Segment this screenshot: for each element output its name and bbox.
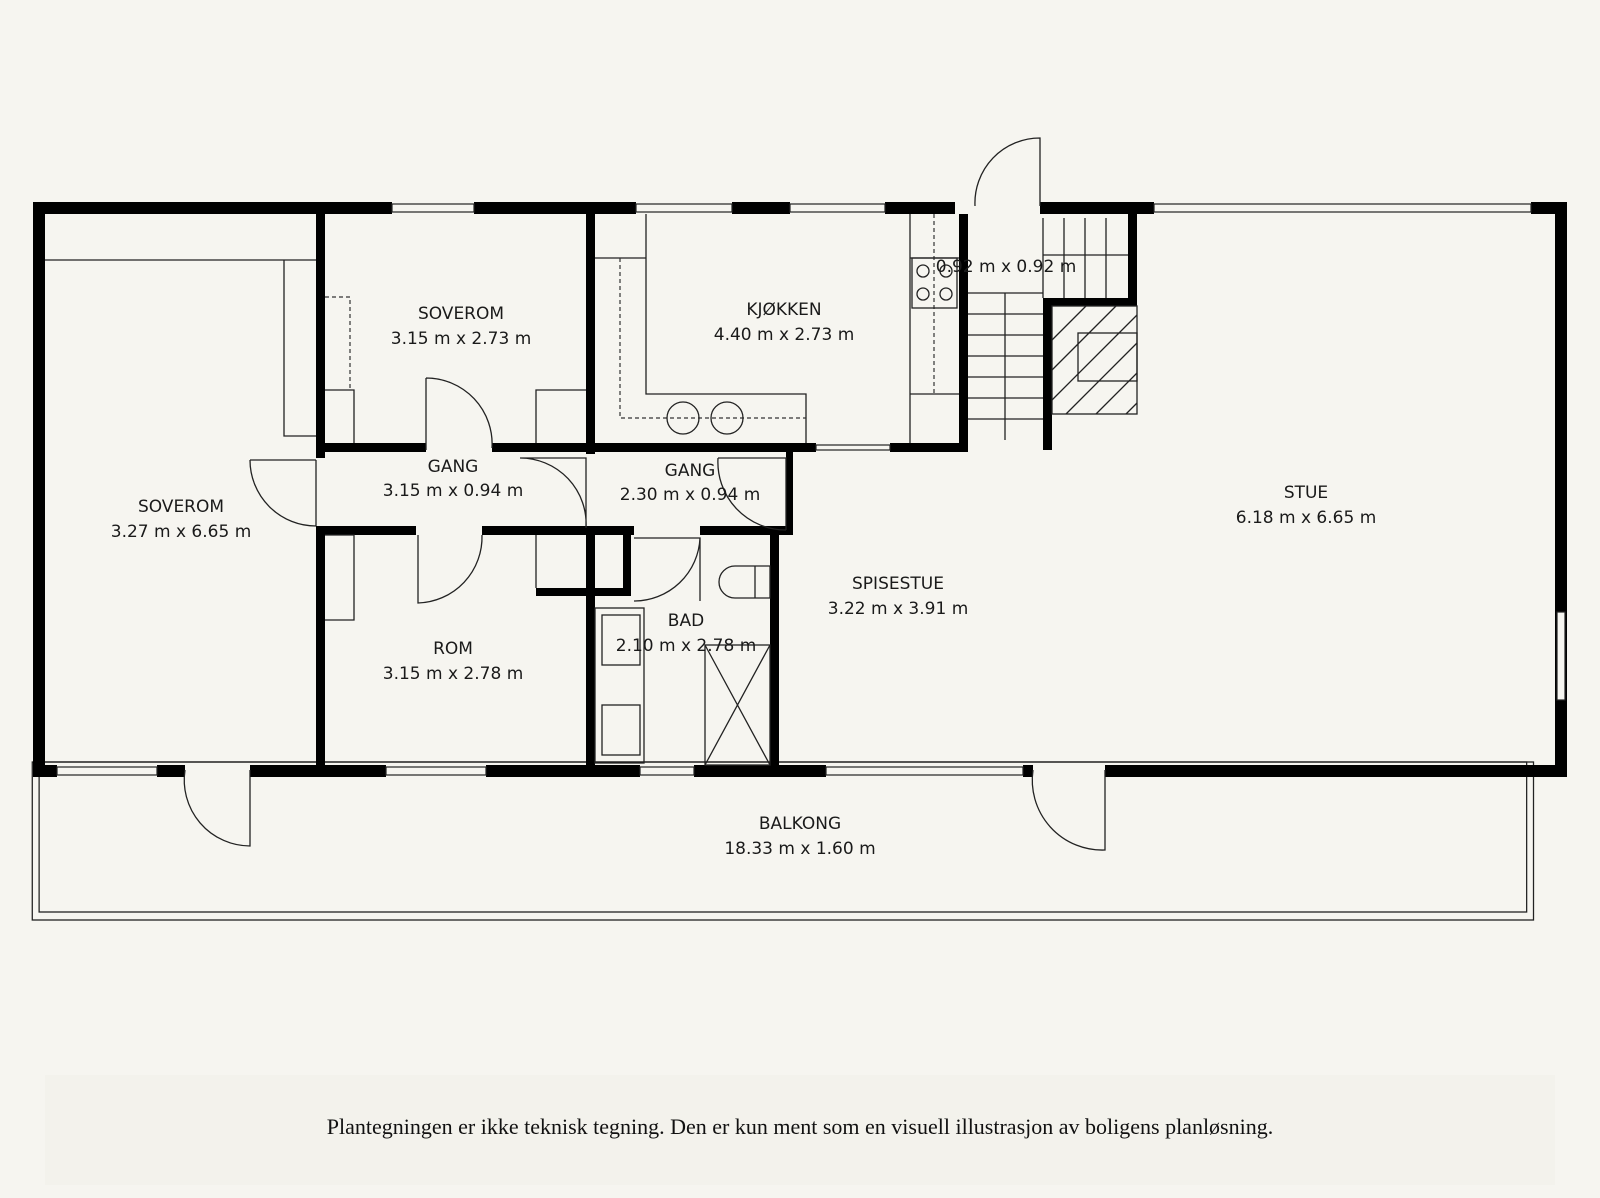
- room-size: 2.30 m x 0.94 m: [620, 485, 761, 505]
- room-size: 6.18 m x 6.65 m: [1236, 508, 1377, 528]
- windows: [56, 203, 1566, 776]
- room-name: SOVEROM: [418, 304, 504, 324]
- room-name: ROM: [433, 639, 473, 659]
- room-name: GANG: [428, 457, 479, 477]
- room-labels: SOVEROM 3.27 m x 6.65 m SOVEROM 3.15 m x…: [111, 257, 1377, 859]
- room-size: 2.10 m x 2.78 m: [616, 636, 757, 656]
- walls: [33, 202, 1567, 777]
- room-name: SPISESTUE: [852, 574, 944, 594]
- room-name: STUE: [1284, 483, 1328, 503]
- room-name: GANG: [665, 461, 716, 481]
- room-name: SOVEROM: [138, 497, 224, 517]
- doors: [183, 137, 1106, 851]
- room-size: 0.92 m x 0.92 m: [936, 257, 1077, 277]
- room-size: 3.22 m x 3.91 m: [828, 599, 969, 619]
- room-name: BALKONG: [759, 814, 841, 834]
- fixtures: [45, 214, 1138, 766]
- footer-band: [45, 1075, 1555, 1185]
- room-name: KJØKKEN: [746, 300, 821, 320]
- room-size: 4.40 m x 2.73 m: [714, 325, 855, 345]
- room-size: 3.27 m x 6.65 m: [111, 522, 252, 542]
- room-size: 3.15 m x 2.78 m: [383, 664, 524, 684]
- balcony-rail: [38, 761, 1528, 913]
- disclaimer-text: Plantegningen er ikke teknisk tegning. D…: [326, 1114, 1274, 1139]
- room-size: 18.33 m x 1.60 m: [724, 839, 875, 859]
- room-size: 3.15 m x 2.73 m: [391, 329, 532, 349]
- room-name: BAD: [668, 611, 704, 631]
- room-size: 3.15 m x 0.94 m: [383, 481, 524, 501]
